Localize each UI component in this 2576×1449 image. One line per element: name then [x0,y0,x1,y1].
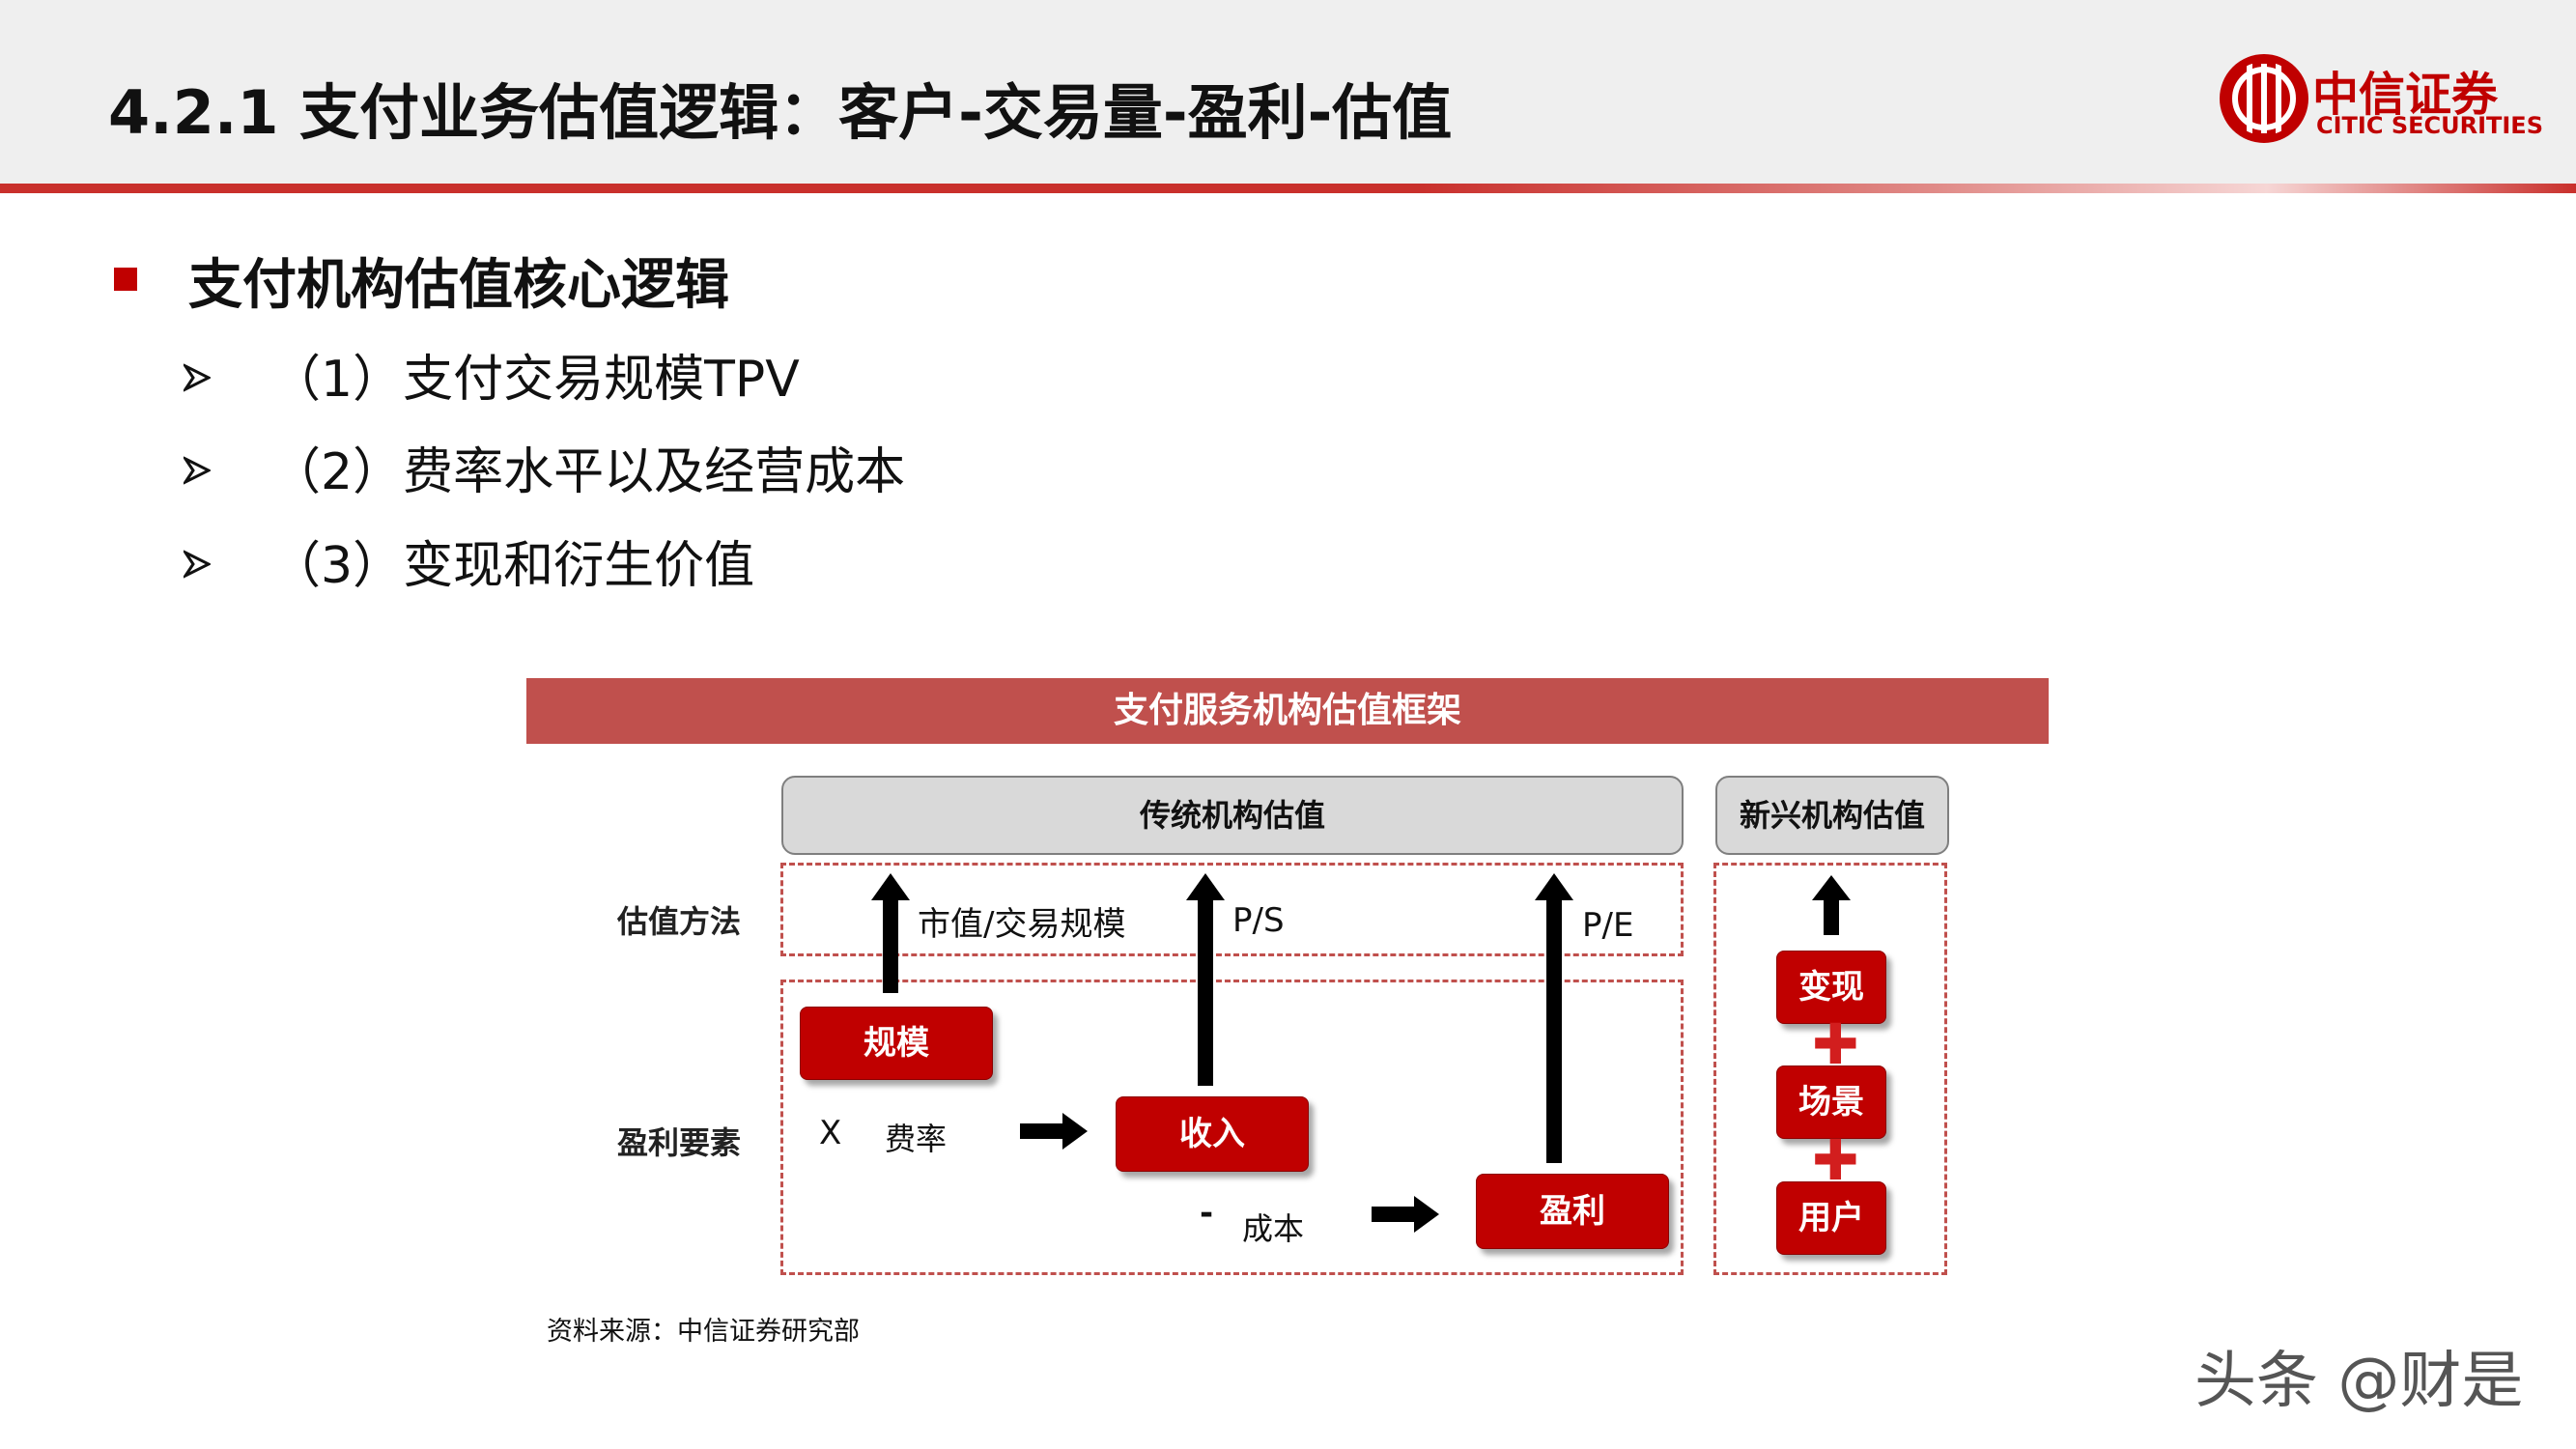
arrow-bullet-icon [184,456,211,485]
valuation-method-region [780,863,1684,956]
minus-operator: - [1200,1194,1214,1233]
emerging-valuation-header: 新兴机构估值 [1715,776,1949,855]
diagram-title: 支付服务机构估值框架 [1113,691,1461,730]
row-label-valuation-method: 估值方法 [617,903,742,940]
source-note: 资料来源：中信证券研究部 [547,1317,860,1347]
scenario-box: 场景 [1776,1065,1886,1139]
profit-box: 盈利 [1476,1174,1669,1249]
watermark: 头条 @财是 [2194,1346,2524,1417]
plus-icon: ✚ [1812,1011,1859,1077]
up-arrow-icon [1186,873,1225,1086]
page-title: 4.2.1 支付业务估值逻辑：客户-交易量-盈利-估值 [108,77,1453,148]
up-arrow-icon [1812,875,1851,935]
plus-icon: ✚ [1812,1127,1859,1193]
arrow-bullet-icon [184,363,211,392]
right-arrow-icon [1372,1196,1439,1233]
header-accent-line [0,184,2576,193]
up-arrow-icon [871,873,910,993]
scale-box: 规模 [800,1007,993,1080]
method-scale-metric: 市值/交易规模 [918,905,1126,944]
logo-chinese-name: 中信证券 [2312,68,2499,122]
logo-english-name: CITIC SECURITIES [2316,112,2543,139]
emerging-region [1713,863,1947,1275]
traditional-valuation-header: 传统机构估值 [781,776,1684,855]
method-pe: P/E [1582,906,1634,945]
up-arrow-icon [1535,873,1573,1163]
right-arrow-icon [1020,1113,1088,1150]
bullet-text: （1）支付交易规模TPV [270,351,800,409]
row-label-profit-factors: 盈利要素 [617,1124,742,1161]
bullet-text: （3）变现和衍生价值 [270,537,755,595]
revenue-box: 收入 [1116,1096,1309,1172]
fee-rate-label: 费率 [885,1121,948,1157]
times-operator: X [819,1114,842,1152]
user-box: 用户 [1776,1181,1886,1255]
arrow-bullet-icon [184,550,211,579]
monetize-box: 变现 [1776,951,1886,1024]
bullet-text: （2）费率水平以及经营成本 [270,443,906,501]
citic-logo-icon [2220,54,2308,143]
profit-factors-region [780,980,1684,1275]
section-heading: 支付机构估值核心逻辑 [188,254,729,317]
method-ps: P/S [1232,901,1285,940]
diagram-title-bar: 支付服务机构估值框架 [526,678,2049,744]
citic-logo: 中信证券 CITIC SECURITIES [2220,54,2543,151]
square-bullet-icon [114,268,137,291]
cost-label: 成本 [1242,1210,1305,1247]
header-bar [0,0,2576,184]
